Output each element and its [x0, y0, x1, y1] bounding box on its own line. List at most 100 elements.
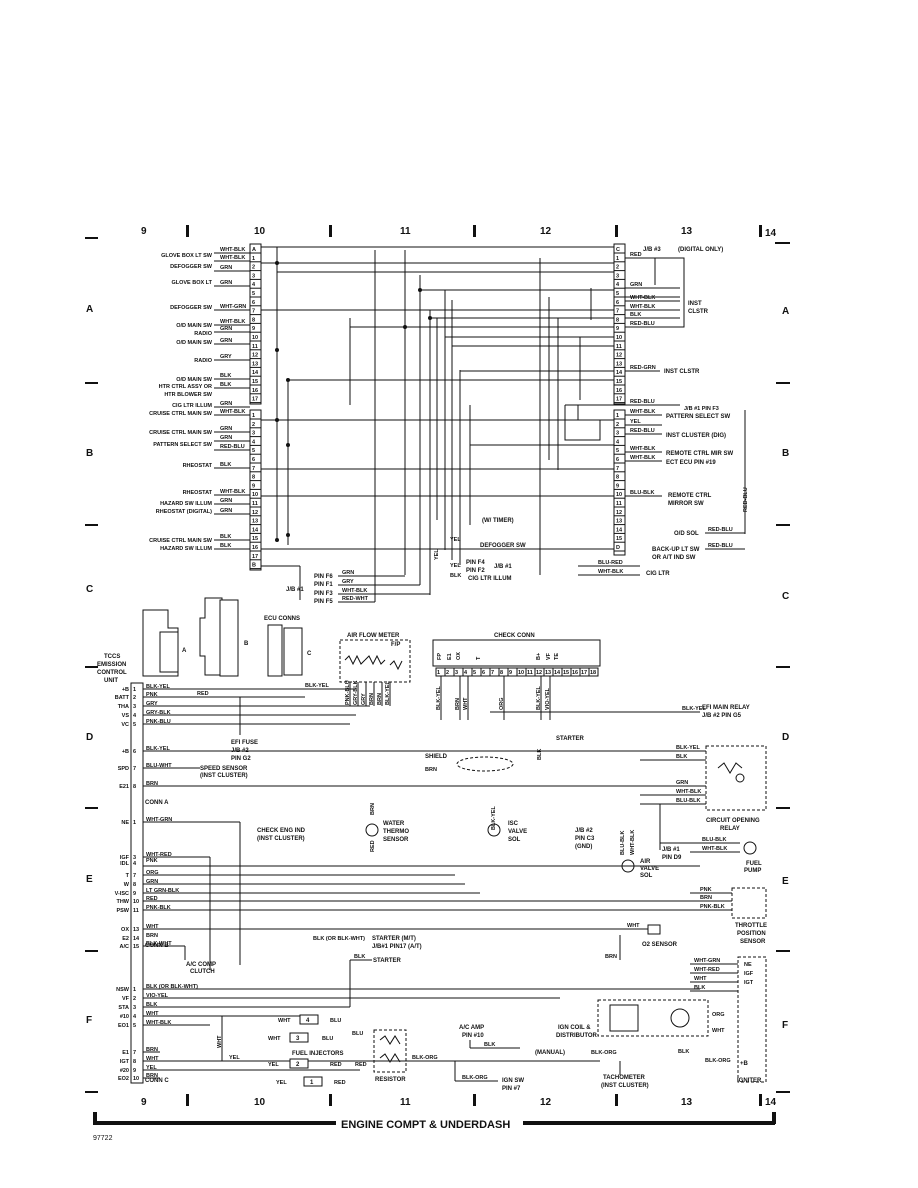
ecu-pin-name: E1	[122, 1050, 129, 1056]
connector-d-pin: 10	[616, 492, 622, 498]
ecu-pin-wire: BLK	[146, 1002, 157, 1008]
check-conn-pin-number: 1	[437, 670, 440, 676]
efi-relay-pin-label: J/B #2 PIN G5	[702, 713, 742, 719]
row-letter-c-left: C	[86, 584, 93, 595]
connector-c-pin: 16	[616, 388, 622, 394]
ecu-pin-wire: BLK (OR BLK-WHT)	[146, 984, 198, 990]
plus-b-label: +B	[740, 1061, 749, 1067]
tps-label-2: POSITION	[737, 931, 766, 937]
left-wire-color: WHT-BLK	[220, 489, 245, 495]
row-letter-b-right: B	[782, 448, 789, 459]
ecu-pin-name: VF	[122, 996, 130, 1002]
at-ind-sw-label: OR A/T IND SW	[652, 555, 696, 561]
jb1-d9-pin: PIN D9	[662, 855, 682, 861]
ecu-pin-name: IGF	[120, 855, 130, 861]
ecu-pin-number: 1	[133, 687, 136, 693]
row-letter-d-left: D	[86, 732, 93, 743]
wire-wht-blk-fuel: WHT-BLK	[702, 846, 727, 852]
ecu-pin-wire: RED	[146, 896, 158, 902]
ecu-pin-number: 15	[133, 944, 139, 950]
left-component-label: CRUISE CTRL MAIN SW	[149, 411, 213, 417]
starter-mt-label: STARTER (M/T)	[372, 936, 416, 942]
connector-a-pin: 13	[252, 361, 258, 367]
wire-blk-starter: BLK	[537, 749, 543, 760]
center-cross-wires	[261, 247, 614, 595]
remote-ctrl-label: REMOTE CTRL	[668, 493, 712, 499]
ecu-pin-wire: GRY	[146, 701, 158, 707]
wire-red-blu: RED-BLU	[630, 321, 655, 327]
left-component-label: HTR CTRL ASSY OR	[159, 384, 212, 390]
wire-blk-igniter: BLK	[678, 1049, 689, 1055]
connector-d	[613, 409, 626, 556]
ecu-pin-wire: WHT	[146, 1011, 159, 1017]
connector-b-pin: 5	[252, 448, 255, 454]
afm-wire-color: BRN	[369, 693, 375, 705]
check-conn-terminal: E1	[447, 653, 453, 660]
left-component-label: HTR BLOWER SW	[164, 392, 212, 398]
jb1-f-label: J/B #1	[286, 587, 304, 593]
pattern-select-label: PATTERN SELECT SW	[666, 414, 730, 420]
injector-4: 4	[306, 1018, 310, 1024]
check-conn-terminal: T	[476, 656, 482, 660]
wire-blu-blk-air: BLU-BLK	[620, 831, 626, 855]
connector-b-pin: 3	[252, 431, 255, 437]
connector-b-pin: 10	[252, 492, 258, 498]
connector-b-pin: 14	[252, 527, 259, 533]
left-wire-color: GRN	[220, 508, 232, 514]
ecu-pin-wire: BLK-YEL	[146, 746, 170, 752]
backup-lt-label: BACK-UP LT SW	[652, 547, 700, 553]
jb2-c3-label: J/B #2	[575, 828, 593, 834]
connector-d-pin: D	[616, 545, 620, 551]
check-conn-wire-color: BLK-YEL	[436, 686, 442, 710]
wire-wht-blk-air: WHT-BLK	[630, 830, 636, 855]
wire-wht-blk-cig: WHT-BLK	[598, 569, 623, 575]
igniter-wire-color: WHT-RED	[694, 967, 720, 973]
left-component-label: CIG LTR ILLUM	[172, 403, 212, 409]
row-letter-c-right: C	[782, 591, 789, 602]
left-wire-color: RED-BLU	[220, 444, 245, 450]
left-wire-color: BLK	[220, 373, 231, 379]
check-conn-pin-number: 5	[473, 670, 476, 676]
left-component-label: RADIO	[194, 358, 212, 364]
ecu-conn-c-text: CONN C	[145, 1078, 169, 1084]
left-component-label: O/D MAIN SW	[176, 323, 213, 329]
ecu-pin-number: 6	[133, 749, 136, 755]
check-conn-terminal: TE	[554, 653, 560, 660]
connector-b-pin: 9	[252, 483, 255, 489]
connector-a-pin: 7	[252, 309, 255, 315]
ecu-pin-wire: VIO-YEL	[146, 993, 169, 999]
wire-gry-f1: GRY	[342, 579, 354, 585]
igniter-terminal: NE	[744, 962, 752, 968]
connector-a-pin: 2	[252, 265, 255, 271]
o2-and-starter: WHT O2 SENSOR BRN BLK (OR BLK-WHT) START…	[184, 923, 678, 1007]
ecu-pin-number: 4	[133, 713, 137, 719]
wire-blu-blk-d: BLU-BLK	[630, 490, 654, 496]
ecu-pin-name: NE	[121, 820, 129, 826]
wire-yel-ecu: YEL	[229, 1055, 240, 1061]
connector-a-pin: 8	[252, 317, 255, 323]
jb2-c3-gnd: (GND)	[575, 844, 592, 850]
row-letter-e-left: E	[86, 874, 93, 885]
digital-only-label: (DIGITAL ONLY)	[678, 247, 723, 253]
pin-f2-label: PIN F2	[466, 568, 485, 574]
ecu-pin-name: E2	[122, 936, 129, 942]
footer-code: 97722	[93, 1135, 113, 1142]
ecu-pin-name: BATT	[115, 695, 130, 701]
air-valve-label-2: VALVE	[640, 866, 659, 872]
wire-wht-o2: WHT	[627, 923, 640, 929]
wire-blk-org-res: BLK-ORG	[412, 1055, 438, 1061]
left-component-label: RHEOSTAT (DIGITAL)	[156, 509, 212, 515]
wire-wht-vertical: WHT	[217, 1035, 223, 1048]
ecu-pin-wire: BLK-YEL	[146, 684, 170, 690]
efi-jb2-label: J/B #2	[231, 748, 249, 754]
ecu-pin-wire: PNK-BLK	[146, 905, 171, 911]
wire-blk-cig: BLK	[450, 573, 461, 579]
inst-label: INST	[688, 301, 702, 307]
check-conn-pin-number: 11	[527, 670, 533, 676]
wire-yel-d: YEL	[630, 419, 641, 425]
ecu-pin-name: OX	[121, 927, 129, 933]
connector-a-pin: 11	[252, 344, 258, 350]
ecu-pin-wire: YEL	[146, 1065, 157, 1071]
wire-red-wht-f5: RED-WHT	[342, 596, 369, 602]
